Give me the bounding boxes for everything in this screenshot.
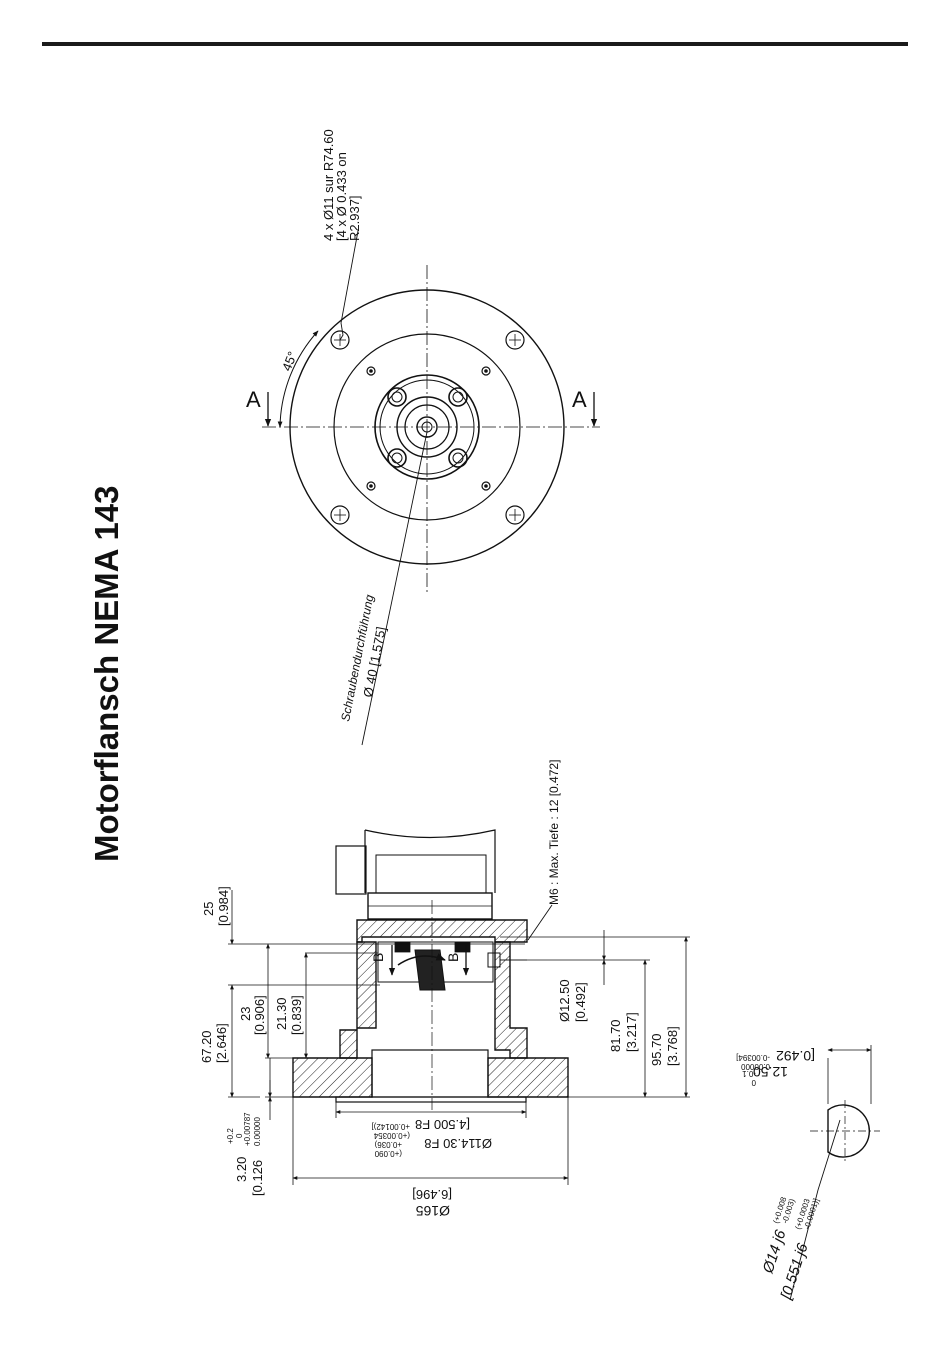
dim-95-value: 95.70	[649, 1033, 664, 1066]
hub-outer-circle	[374, 374, 480, 480]
pilot-register	[335, 1096, 527, 1103]
mounting-holes	[330, 330, 525, 525]
dim-12-value: Ø12.50	[557, 979, 572, 1022]
hole-callout-line3: R2.937]	[347, 195, 362, 241]
key-dim-tol-lower: -0.1	[742, 1069, 756, 1078]
dim-114-inch-tol-lower: +0.00142)]	[372, 1122, 410, 1131]
dim-114-value: Ø114.30 F8	[424, 1136, 492, 1151]
dim-81-inch: [3.217]	[624, 1012, 639, 1052]
shaft-dim-leader	[789, 1119, 841, 1301]
dim-3-inch-tol-lower: 0.00000	[253, 1117, 262, 1146]
dim-3-value: 3.20	[234, 1157, 249, 1182]
dim-lines-right	[500, 930, 690, 1098]
dim-lines-left	[228, 890, 525, 1120]
dim-81-value: 81.70	[608, 1019, 623, 1052]
front-view	[262, 230, 600, 746]
shaft-end-labels: 12.50 0 -0.1 [0.492 0.00000 -0.00394] Ø1…	[736, 1048, 821, 1302]
dim-3-inch-tol-upper: +0.00787	[243, 1112, 252, 1146]
key-dim-value: 12.50	[753, 1064, 788, 1080]
key-dim-inch: [0.492	[776, 1048, 815, 1064]
key-dim-inch-tol-lower: -0.00394]	[736, 1053, 770, 1062]
dim-114-inch-tol-upper: (+0.00354	[373, 1131, 410, 1140]
side-view-labels: M6 : Max. Tiefe : 12 [0.472] B B 25 [0.9…	[199, 760, 680, 1219]
side-view	[228, 829, 690, 1185]
angle-label: 45°	[279, 349, 300, 373]
thread-note-leader	[527, 904, 553, 941]
top-rule	[42, 42, 908, 46]
section-label-b-left: B	[370, 953, 386, 962]
shaft-end-view	[789, 1045, 880, 1301]
dim-3-tol-lower: 0	[235, 1133, 244, 1138]
base-flange-left	[292, 1057, 373, 1098]
small-holes	[366, 366, 491, 491]
hole-callout-line2: [4 x Ø 0.433 on	[334, 152, 349, 241]
dim-114-tol-lower: +0.036)	[374, 1140, 402, 1149]
hole-callout-line1: 4 x Ø11 sur R74.60	[321, 129, 336, 241]
dim-lines-bottom	[292, 1097, 569, 1185]
dim-12-inch: [0.492]	[573, 982, 588, 1022]
shaft-profile	[827, 1104, 870, 1158]
bore-callout-leader	[361, 431, 428, 746]
dim-165-value: Ø165	[416, 1203, 450, 1219]
dim-165-inch: [6.496]	[412, 1187, 452, 1202]
dim-25-value: 25	[201, 902, 216, 916]
section-label-a-left: A	[246, 387, 261, 412]
base-flange-right	[487, 1057, 569, 1098]
shaft-outer-circle	[404, 404, 450, 450]
dim-21-value: 21.30	[274, 997, 289, 1030]
base-bore	[371, 1049, 489, 1098]
dim-67-value: 67.20	[199, 1030, 214, 1063]
dim-23-inch: [0.906]	[252, 995, 267, 1035]
dim-23-value: 23	[238, 1007, 253, 1021]
section-label-a-right: A	[572, 387, 587, 412]
dim-67-inch: [2.646]	[214, 1023, 229, 1063]
angle-arc	[277, 330, 319, 428]
key-dim-tol-upper: 0	[751, 1078, 756, 1087]
hub-ring	[379, 379, 475, 475]
connector-body	[335, 845, 367, 895]
shaft-dim-value: Ø14 j6	[759, 1227, 789, 1276]
flange-inner-circle	[333, 333, 521, 521]
thread-note: M6 : Max. Tiefe : 12 [0.472]	[547, 760, 561, 905]
mounting-hole	[505, 330, 525, 350]
shaft-circle	[416, 416, 438, 438]
rotation-arrow	[397, 953, 446, 966]
dim-3-tol-upper: +0.2	[226, 1128, 235, 1144]
mounting-hole	[330, 505, 350, 525]
dim-114-inch: [4.500 F8	[415, 1117, 470, 1132]
dim-95-inch: [3.768]	[665, 1026, 680, 1066]
section-label-b-right: B	[445, 953, 461, 962]
adapter-top-plate	[356, 919, 528, 943]
dim-3-inch: [0.126	[250, 1160, 265, 1196]
mounting-hole	[505, 505, 525, 525]
mounting-hole	[330, 330, 350, 350]
screw-heads	[387, 387, 468, 468]
key-dim-inch-tol-upper: 0.00000	[741, 1062, 770, 1071]
dim-25-inch: [0.984]	[216, 886, 231, 926]
dim-114-tol-upper: (+0.090	[374, 1149, 402, 1158]
hole-callout-leader	[339, 230, 359, 341]
bore-circle	[396, 396, 458, 458]
dim-21-inch: [0.839]	[289, 995, 304, 1035]
